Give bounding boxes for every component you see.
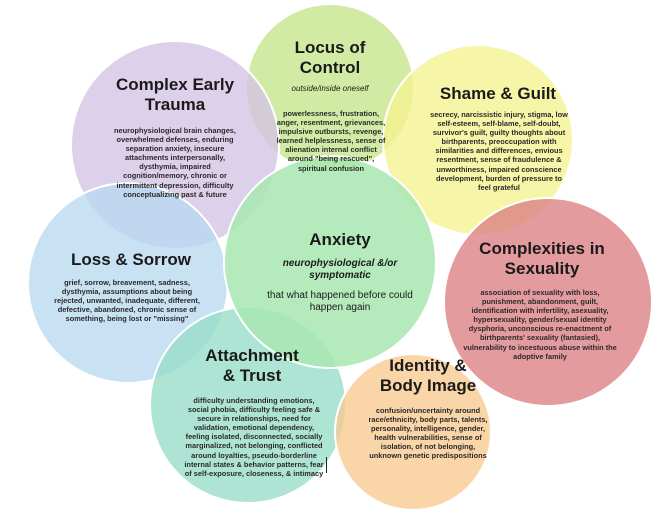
- sexuality-title-line1: Complexities in: [479, 239, 605, 258]
- attachment-trust-description: difficulty understanding emotions, socia…: [184, 396, 324, 478]
- trauma-title-line2: Trauma: [144, 95, 206, 114]
- loss-sorrow-title: Loss & Sorrow: [71, 250, 191, 269]
- attachment-trust-title: Attachment & Trust: [186, 346, 318, 386]
- locus-of-control-label: Locus of Control outside/inside oneself: [268, 38, 392, 93]
- locus-of-control-subtitle: outside/inside oneself: [291, 84, 369, 93]
- identity-circle: [334, 353, 492, 511]
- identity-body-image-title: Identity & Body Image: [364, 356, 492, 396]
- complexities-sexuality-description: association of sexuality with loss, puni…: [463, 288, 617, 361]
- locus-title-line1: Locus of: [294, 38, 366, 57]
- identity-title-line1: Identity &: [389, 356, 467, 375]
- complexities-sexuality-title: Complexities in Sexuality: [466, 239, 618, 279]
- text-cursor: [326, 457, 327, 473]
- attachment-title-line2: & Trust: [222, 366, 282, 385]
- anxiety-label: Anxiety neurophysiological &/or symptoma…: [264, 230, 416, 314]
- locus-of-control-title: Locus of Control: [268, 38, 392, 78]
- sexuality-circle: [443, 197, 653, 407]
- anxiety-description: that what happened before could happen a…: [267, 290, 413, 313]
- identity-body-image-description: confusion/uncertainty around race/ethnic…: [368, 406, 488, 461]
- locus-of-control-description: powerlessness, frustration, anger, resen…: [276, 109, 386, 173]
- sexuality-title-line2: Sexuality: [504, 259, 580, 278]
- loss-sorrow-description: grief, sorrow, breavement, sadness, dyst…: [54, 278, 200, 324]
- locus-title-line2: Control: [299, 58, 361, 77]
- trauma-title-line1: Complex Early: [115, 75, 235, 94]
- anxiety-circle: [223, 155, 437, 369]
- shame-guilt-title: Shame & Guilt: [439, 84, 557, 103]
- anxiety-title: Anxiety: [309, 230, 371, 249]
- complex-early-trauma-description: neurophysiological brain changes, overwh…: [114, 126, 236, 199]
- identity-title-line2: Body Image: [379, 376, 477, 395]
- shame-guilt-description: secrecy, narcissistic injury, stigma, lo…: [430, 110, 568, 192]
- anxiety-subtitle: neurophysiological &/or symptomatic: [282, 258, 398, 281]
- complex-early-trauma-title: Complex Early Trauma: [106, 75, 244, 115]
- attachment-title-line1: Attachment: [205, 346, 299, 365]
